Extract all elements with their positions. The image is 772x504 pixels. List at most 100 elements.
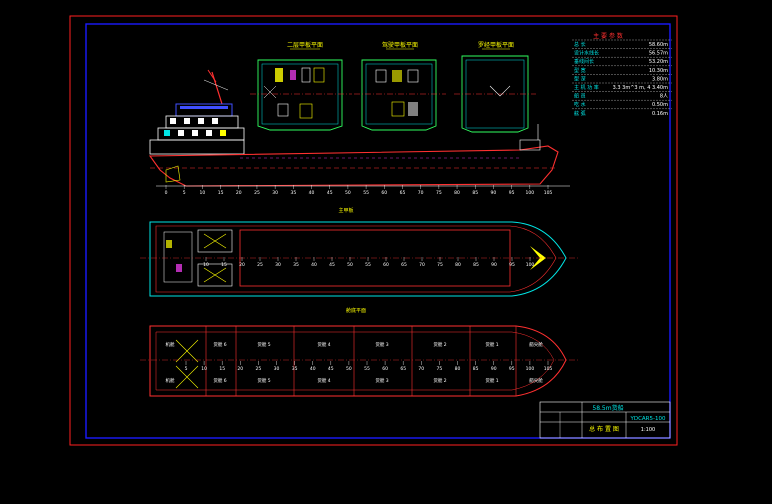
frame-number: 60 (382, 366, 388, 372)
frame-number: 35 (293, 262, 299, 268)
frame-number: 80 (455, 366, 461, 372)
compartment-label: 货舱 2 (433, 341, 446, 348)
frame-number: 70 (418, 190, 424, 196)
frame-number: 40 (310, 366, 316, 372)
inner-border (85, 23, 671, 439)
frame-number: 105 (544, 190, 553, 196)
frame-number: 5 (183, 190, 186, 196)
frame-number: 20 (237, 366, 243, 372)
frame-number: 75 (437, 262, 443, 268)
spec-value: 58.60m (649, 42, 668, 48)
hold-outline (149, 325, 567, 397)
deck-plan-3-outline (461, 55, 529, 133)
compartment-label: 货舱 1 (485, 341, 498, 348)
frame-number: 85 (472, 190, 478, 196)
frame-number: 15 (218, 190, 224, 196)
spec-label: 型 深 (574, 75, 586, 82)
specs-title: 主 要 参 数 (593, 32, 623, 40)
title-block-drawing-title: 总 布 置 图 (589, 425, 619, 433)
frame-number: 30 (275, 262, 281, 268)
frame-number: 25 (257, 262, 263, 268)
frame-number: 25 (254, 190, 260, 196)
compartment-label: 货舱 5 (257, 377, 270, 384)
frame-number: 5 (185, 366, 188, 372)
frame-number: 95 (509, 366, 515, 372)
frame-number: 0 (165, 190, 168, 196)
frame-number: 75 (436, 190, 442, 196)
spec-label: 总 长 (574, 41, 586, 48)
frame-number: 90 (491, 262, 497, 268)
compartment-label: 货舱 5 (257, 341, 270, 348)
frame-number: 85 (473, 366, 479, 372)
compartment-label: 货舱 1 (485, 377, 498, 384)
compartment-label: 货舱 3 (375, 377, 388, 384)
frame-number: 90 (491, 190, 497, 196)
frame-number: 60 (383, 262, 389, 268)
plan-3-title: 罗经甲板平面 (478, 41, 514, 49)
frame-number: 65 (400, 366, 406, 372)
title-block-drawing-no: YDCAR5-100 (629, 416, 666, 422)
spec-value: 56.57m (649, 51, 668, 57)
frame-number: 40 (311, 262, 317, 268)
frame-number: 95 (509, 190, 515, 196)
frame-number: 90 (491, 366, 497, 372)
frame-number: 20 (236, 190, 242, 196)
compartment-label: 艏尖舱 (529, 377, 543, 384)
frame-number: 35 (290, 190, 296, 196)
frame-number: 50 (346, 366, 352, 372)
deck-plan-2-outline (361, 59, 437, 131)
plan-1-title: 二层甲板平面 (287, 41, 323, 49)
spec-label: 垂线间长 (574, 58, 594, 65)
frame-number: 55 (364, 366, 370, 372)
frame-number: 20 (239, 262, 245, 268)
frame-number: 15 (221, 262, 227, 268)
plan-2-title: 驾驶甲板平面 (382, 41, 418, 49)
frame-number: 30 (272, 190, 278, 196)
compartment-label: 艏尖舱 (529, 341, 543, 348)
outer-frame (69, 15, 678, 446)
spec-value: 8人 (660, 94, 668, 100)
frame-number: 100 (526, 262, 535, 268)
compartment-label: 货舱 4 (317, 341, 330, 348)
frame-number: 80 (454, 190, 460, 196)
frame-number: 50 (347, 262, 353, 268)
frame-number: 10 (201, 366, 207, 372)
spec-value: 0.50m (652, 102, 668, 108)
spec-label: 主 机 功 率 (574, 84, 599, 91)
spec-value: 10.30m (649, 68, 668, 74)
frame-number: 10 (200, 190, 206, 196)
compartment-label: 货舱 4 (317, 377, 330, 384)
main-deck-title: 主甲板 (338, 207, 353, 214)
spec-label: 设计水线长 (574, 50, 599, 57)
frame-number: 100 (526, 366, 535, 372)
frame-number: 95 (509, 262, 515, 268)
compartment-label: 货舱 2 (433, 377, 446, 384)
spec-label: 船 员 (574, 93, 586, 100)
title-block-scale: 1:100 (641, 427, 655, 433)
frame-number: 45 (327, 190, 333, 196)
deck-plans: 二层甲板平面 驾驶甲板平面 罗经甲板平面 (250, 41, 536, 133)
superstructure-bridge (175, 103, 233, 117)
spec-label: 吃 水 (574, 101, 586, 108)
spec-value: 3.3 3m^3 m, 4 3.40m (613, 85, 669, 91)
title-block-header: 58.5m货船 (592, 404, 623, 412)
frame-number: 80 (455, 262, 461, 268)
spec-value: 0.16m (652, 111, 668, 117)
hold-plan-title: 舱底平面 (346, 307, 366, 314)
frame-number: 50 (345, 190, 351, 196)
frame-number: 65 (401, 262, 407, 268)
compartment-label: 机舱 (166, 341, 175, 348)
frame-number: 65 (400, 190, 406, 196)
frame-number: 45 (328, 366, 334, 372)
frame-number: 100 (526, 190, 535, 196)
compartment-label: 货舱 6 (213, 377, 226, 384)
frame-number: 55 (365, 262, 371, 268)
frame-number: 35 (292, 366, 298, 372)
frame-number: 70 (419, 262, 425, 268)
frame-number: 60 (381, 190, 387, 196)
